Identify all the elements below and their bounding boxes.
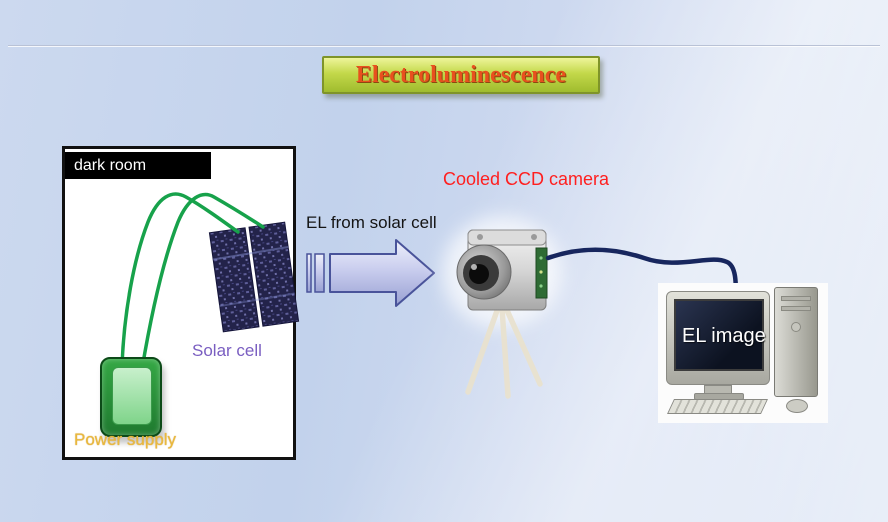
monitor-screen: [674, 299, 764, 371]
el-arrow-icon: [306, 239, 435, 307]
tower-power-button: [791, 322, 801, 332]
monitor-icon: [666, 291, 770, 385]
power-supply-label: Power supply: [74, 430, 177, 449]
camera-halo: [442, 216, 562, 328]
el-image-label: EL image: [682, 325, 766, 347]
page-title: Electroluminescence: [355, 61, 567, 88]
dark-room-label: dark room: [65, 152, 211, 179]
keyboard-icon: [667, 399, 768, 414]
solar-cell-label: Solar cell: [192, 341, 262, 360]
cooled-ccd-camera-label: Cooled CCD camera: [443, 169, 610, 189]
title-banner: Electroluminescence: [322, 56, 600, 94]
power-supply-icon: [100, 357, 162, 437]
computer-icon: EL image: [658, 283, 828, 423]
tower-drive-slot: [781, 306, 811, 311]
el-from-solar-cell-label: EL from solar cell: [306, 213, 437, 232]
tripod-icon: [465, 305, 543, 399]
ccd-camera-icon: [456, 229, 548, 311]
divider-line: [8, 45, 880, 46]
camera-lens: [456, 244, 512, 300]
tower-drive-slot: [781, 296, 811, 301]
power-supply-inner: [112, 367, 152, 425]
mouse-icon: [786, 399, 808, 413]
computer-tower-icon: [774, 287, 818, 397]
dark-room-box: dark room: [62, 146, 296, 460]
